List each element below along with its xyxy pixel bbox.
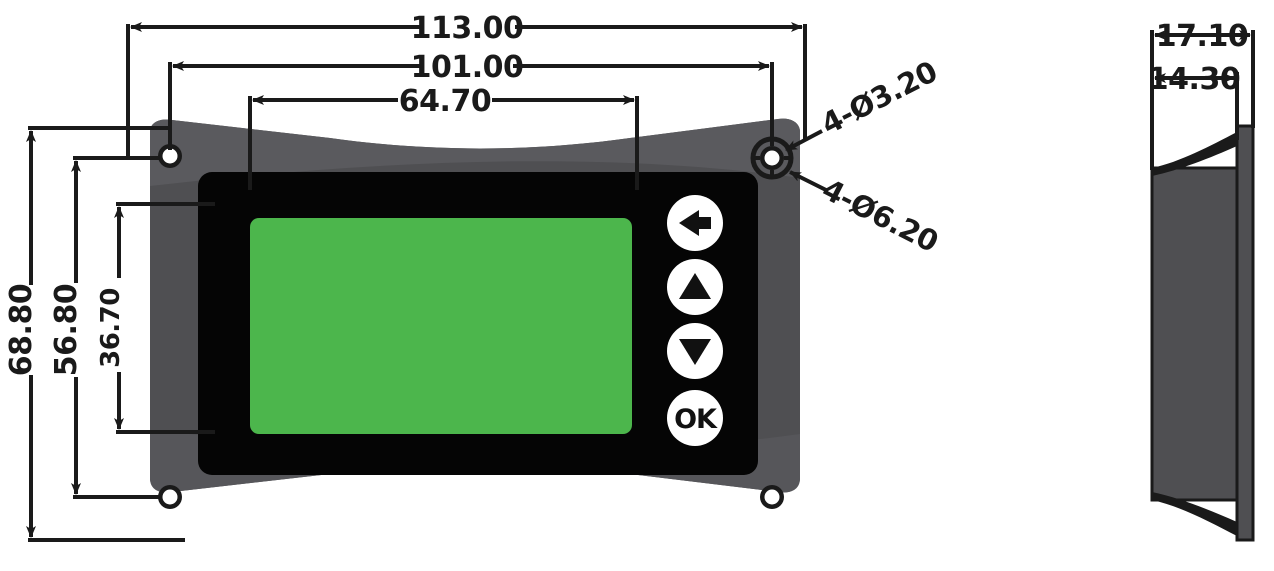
- leader-line-hole-outer: [789, 170, 829, 193]
- front-view: OK: [150, 118, 800, 509]
- side-view: 17.10 14.30: [1148, 19, 1255, 542]
- dim-label-width-overall: 113.00: [411, 11, 524, 46]
- horizontal-dimensions: 113.00 101.00 64.70: [126, 11, 807, 190]
- callout-hole-inner: 4-Ø3.20: [816, 54, 943, 141]
- leader-line-hole-inner: [785, 129, 823, 152]
- dim-label-height-screen: 36.70: [96, 288, 126, 368]
- dim-label-depth-overall: 17.10: [1156, 19, 1248, 54]
- dim-label-height-mounting: 56.80: [49, 284, 84, 376]
- vertical-dimensions: 68.80 56.80 36.70: [4, 126, 215, 542]
- side-body: [1150, 166, 1239, 502]
- ok-button[interactable]: OK: [667, 390, 723, 446]
- back-button[interactable]: [667, 195, 723, 251]
- lcd-screen: [250, 218, 632, 434]
- up-button[interactable]: [667, 259, 723, 315]
- mounting-hole-top-right: [750, 136, 794, 180]
- left-arrow-icon: [679, 210, 711, 236]
- hole-callouts: 4-Ø3.20 4-Ø6.20: [785, 54, 944, 259]
- side-bottom-curve: [1152, 492, 1237, 536]
- dim-label-height-overall: 68.80: [4, 284, 39, 376]
- side-top-curve: [1152, 132, 1237, 176]
- mounting-hole-bottom-left: [158, 485, 182, 509]
- dim-label-width-screen: 64.70: [399, 84, 491, 119]
- side-faceplate: [1235, 124, 1255, 542]
- ok-button-label: OK: [674, 404, 718, 435]
- down-triangle-icon: [679, 339, 711, 365]
- down-button[interactable]: [667, 323, 723, 379]
- mounting-hole-bottom-right: [760, 485, 784, 509]
- up-triangle-icon: [679, 273, 711, 299]
- dim-label-depth-body: 14.30: [1148, 62, 1240, 97]
- callout-hole-outer: 4-Ø6.20: [817, 172, 944, 259]
- button-cluster: OK: [667, 195, 723, 446]
- dim-label-width-mounting: 101.00: [411, 50, 524, 85]
- mounting-hole-top-left: [158, 144, 182, 168]
